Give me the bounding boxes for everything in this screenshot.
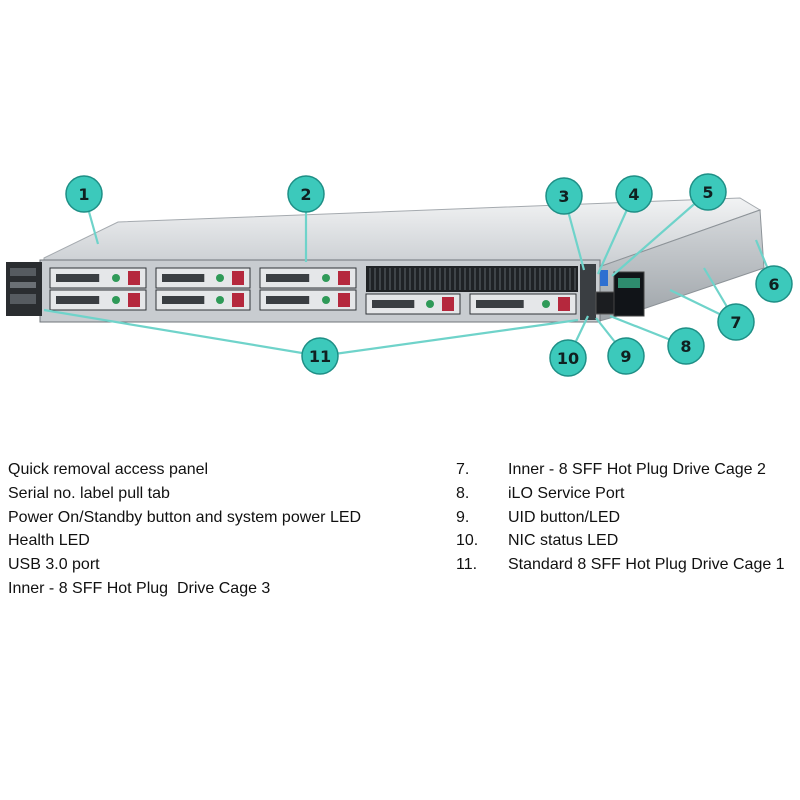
callout-8: 8	[667, 327, 705, 365]
callout-number: 8	[680, 337, 691, 356]
callout-circle	[301, 337, 339, 375]
callout-circle	[549, 339, 587, 377]
drive-latch[interactable]	[338, 271, 350, 285]
callout-1: 1	[65, 175, 103, 213]
legend-label: USB 3.0 port	[8, 556, 100, 574]
callout-3: 3	[545, 177, 583, 215]
callout-11: 11	[301, 337, 339, 375]
usb-port	[600, 270, 608, 286]
callout-circle	[545, 177, 583, 215]
drive-led	[542, 300, 550, 308]
callout-number: 7	[730, 313, 741, 332]
drive-led	[322, 274, 330, 282]
legend-number: 7.	[456, 461, 470, 478]
callout-number: 5	[702, 183, 713, 202]
callouts: 1 2 3 4 5 6 7 8 9 10 11	[65, 173, 793, 377]
callout-circle	[287, 175, 325, 213]
drive-led	[112, 296, 120, 304]
legend-number: 8.	[456, 484, 470, 502]
leader-line	[43, 308, 321, 358]
legend-item: Inner - 8 SFF Hot Plug Drive Cage 3	[8, 577, 361, 601]
callout-number: 2	[300, 185, 311, 204]
legend-label: Health LED	[8, 532, 90, 550]
legend-number: 9.	[456, 508, 470, 526]
legend-number: 10.	[456, 532, 479, 550]
legend-label: Inner - 8 SFF Hot Plug Drive Cage 2	[508, 461, 766, 478]
legend-item: Health LED	[8, 529, 361, 553]
leader-line	[611, 191, 709, 277]
legend-item: Serial no. label pull tab	[8, 482, 361, 506]
callout-10: 10	[549, 339, 587, 377]
legend-label: NIC status LED	[508, 532, 619, 550]
vent-grille	[366, 266, 578, 292]
drive-led	[322, 296, 330, 304]
legend-label: Standard 8 SFF Hot Plug Drive Cage 1	[508, 556, 785, 574]
callout-number: 1	[78, 185, 89, 204]
callout-2: 2	[287, 175, 325, 213]
drive-led	[426, 300, 434, 308]
callout-number: 6	[768, 275, 779, 294]
server-diagram: 1 2 3 4 5 6 7 8 9 10 11	[6, 173, 793, 377]
legend-label: UID button/LED	[508, 508, 621, 526]
callout-circle	[689, 173, 727, 211]
drive-latch[interactable]	[442, 297, 454, 311]
drive-led	[216, 296, 224, 304]
legend-label: Quick removal access panel	[8, 461, 209, 478]
drive-led	[216, 274, 224, 282]
callout-4: 4	[615, 175, 653, 213]
legend-item: Quick removal access panel	[8, 458, 361, 482]
control-panel	[580, 264, 596, 320]
callout-number: 3	[558, 187, 569, 206]
callout-circle	[65, 175, 103, 213]
drive-latch[interactable]	[558, 297, 570, 311]
callout-7: 7	[717, 303, 755, 341]
ilo-port	[595, 291, 615, 315]
callout-circle	[615, 175, 653, 213]
legend-label: Power On/Standby button and system power…	[8, 508, 362, 526]
legend-label: iLO Service Port	[508, 484, 625, 502]
legend-label: Inner - 8 SFF Hot Plug Drive Cage 3	[8, 579, 271, 597]
drive-latch[interactable]	[128, 271, 140, 285]
leader-line	[319, 318, 579, 358]
legend-number: 11.	[456, 556, 478, 574]
callout-6: 6	[755, 265, 793, 303]
drive-latch[interactable]	[232, 293, 244, 307]
drive-latch[interactable]	[232, 271, 244, 285]
legend-item: USB 3.0 port	[8, 553, 361, 577]
callout-circle	[717, 303, 755, 341]
legend-item: Power On/Standby button and system power…	[8, 506, 361, 530]
drive-bays	[49, 267, 577, 315]
callout-circle	[607, 337, 645, 375]
drive-latch[interactable]	[128, 293, 140, 307]
callout-number: 4	[628, 185, 639, 204]
callout-circle	[667, 327, 705, 365]
callout-5: 5	[689, 173, 727, 211]
drive-latch[interactable]	[338, 293, 350, 307]
callout-9: 9	[607, 337, 645, 375]
callout-number: 9	[620, 347, 631, 366]
legend-label: Serial no. label pull tab	[8, 484, 170, 502]
callout-number: 10	[557, 349, 579, 368]
callout-circle	[755, 265, 793, 303]
callout-number: 11	[309, 347, 331, 366]
drive-led	[112, 274, 120, 282]
